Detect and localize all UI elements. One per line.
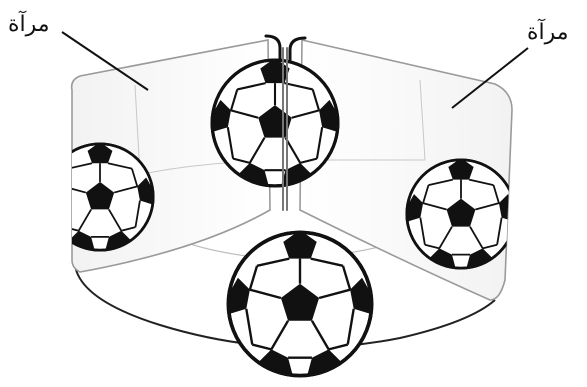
right-mirror-label: مرآة [527, 22, 569, 44]
soccer-ball-reflection-back [212, 58, 338, 186]
left-mirror-label: مرآة [8, 14, 50, 36]
soccer-ball-reflection-left [47, 142, 153, 250]
soccer-ball-reflection-right [407, 158, 515, 268]
soccer-ball [228, 230, 371, 376]
